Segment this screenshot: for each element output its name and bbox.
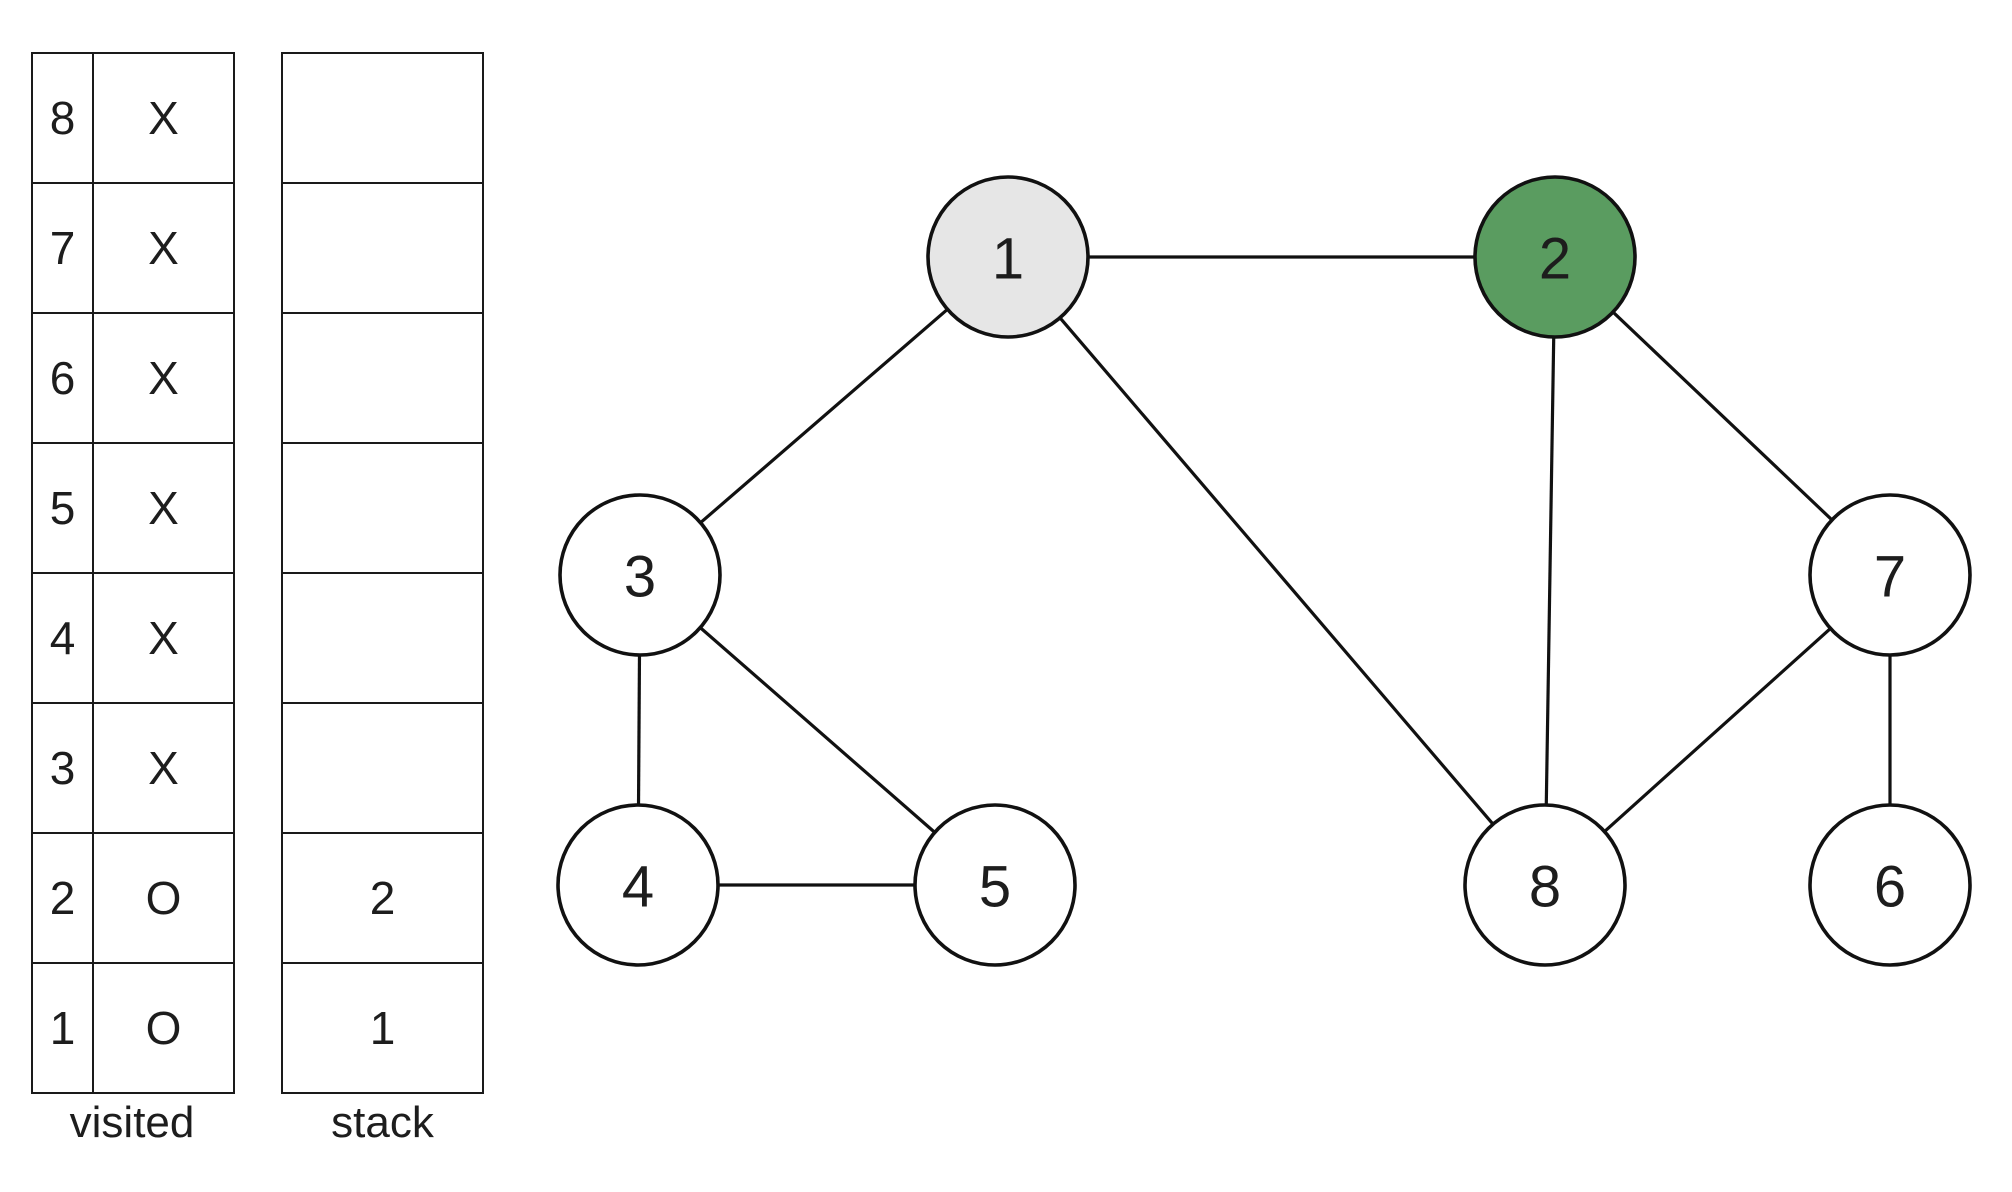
graph-node-4[interactable]: 4 (556, 803, 720, 967)
visited-row-value: X (92, 312, 235, 444)
visited-row-value: X (92, 52, 235, 184)
visited-row-index: 6 (31, 312, 94, 444)
graph-node-circle-6[interactable] (1808, 803, 1972, 967)
graph-node-circle-8[interactable] (1463, 803, 1627, 967)
stack-row-value (281, 702, 484, 834)
graph-nodes: 1 2 3 4 5 6 7 8 (556, 175, 1972, 967)
visited-row-index: 8 (31, 52, 94, 184)
stack-row (281, 702, 484, 834)
graph-node-circle-3[interactable] (558, 493, 722, 657)
visited-row-index: 3 (31, 702, 94, 834)
stack-row (281, 442, 484, 574)
visited-row-index: 4 (31, 572, 94, 704)
visited-row-index: 5 (31, 442, 94, 574)
graph-edge-3-4 (636, 654, 642, 806)
stack-row (281, 52, 484, 184)
stack-row-value (281, 182, 484, 314)
graph-node-3[interactable]: 3 (558, 493, 722, 657)
stack-row (281, 182, 484, 314)
stack-row (281, 572, 484, 704)
visited-row-value: X (92, 182, 235, 314)
visited-row-value: X (92, 702, 235, 834)
visited-row-index: 2 (31, 832, 94, 964)
graph-edge-3-5 (699, 626, 936, 834)
graph-node-2[interactable]: 2 (1473, 175, 1637, 339)
graph-node-circle-7[interactable] (1808, 493, 1972, 657)
visited-table-caption: visited (69, 1098, 195, 1147)
graph-node-label-1: 1 (992, 227, 1024, 292)
stack-row: 1 (281, 962, 484, 1094)
stack-row-value (281, 312, 484, 444)
graph-node-label-7: 7 (1874, 545, 1906, 610)
graph-node-label-8: 8 (1529, 855, 1561, 920)
graph-node-6[interactable]: 6 (1808, 803, 1972, 967)
visited-row-value: X (92, 442, 235, 574)
visited-row-index: 1 (31, 962, 94, 1094)
graph-node-label-2: 2 (1539, 227, 1571, 292)
stack-row-value (281, 442, 484, 574)
graph-node-circle-2[interactable] (1473, 175, 1637, 339)
visited-row-value: X (92, 572, 235, 704)
graph-node-circle-4[interactable] (556, 803, 720, 967)
graph-edges (636, 255, 1892, 887)
stack-row (281, 312, 484, 444)
graph-node-circle-1[interactable] (926, 175, 1090, 339)
graph-edge-1-3 (699, 308, 949, 524)
graph-node-8[interactable]: 8 (1463, 803, 1627, 967)
stack-row-value (281, 52, 484, 184)
graph-node-1[interactable]: 1 (926, 175, 1090, 339)
graph-node-circle-5[interactable] (913, 803, 1077, 967)
graph-node-label-6: 6 (1874, 855, 1906, 920)
stack-row-value: 1 (281, 962, 484, 1094)
graph-edge-2-8 (1544, 336, 1556, 806)
stack-row: 2 (281, 832, 484, 964)
graph-node-label-5: 5 (979, 855, 1011, 920)
stack-row-value (281, 572, 484, 704)
graph-node-7[interactable]: 7 (1808, 493, 1972, 657)
graph-edge-7-8 (1603, 627, 1832, 833)
stack-row-value: 2 (281, 832, 484, 964)
stack-table-caption: stack (331, 1098, 434, 1147)
graph-node-label-3: 3 (624, 545, 656, 610)
graph-node-5[interactable]: 5 (913, 803, 1077, 967)
visited-row-value: O (92, 832, 235, 964)
graph-edge-1-8 (1058, 316, 1495, 826)
graph-node-label-4: 4 (622, 855, 654, 920)
visited-row-index: 7 (31, 182, 94, 314)
visited-row-value: O (92, 962, 235, 1094)
graph-edge-2-7 (1611, 310, 1834, 522)
